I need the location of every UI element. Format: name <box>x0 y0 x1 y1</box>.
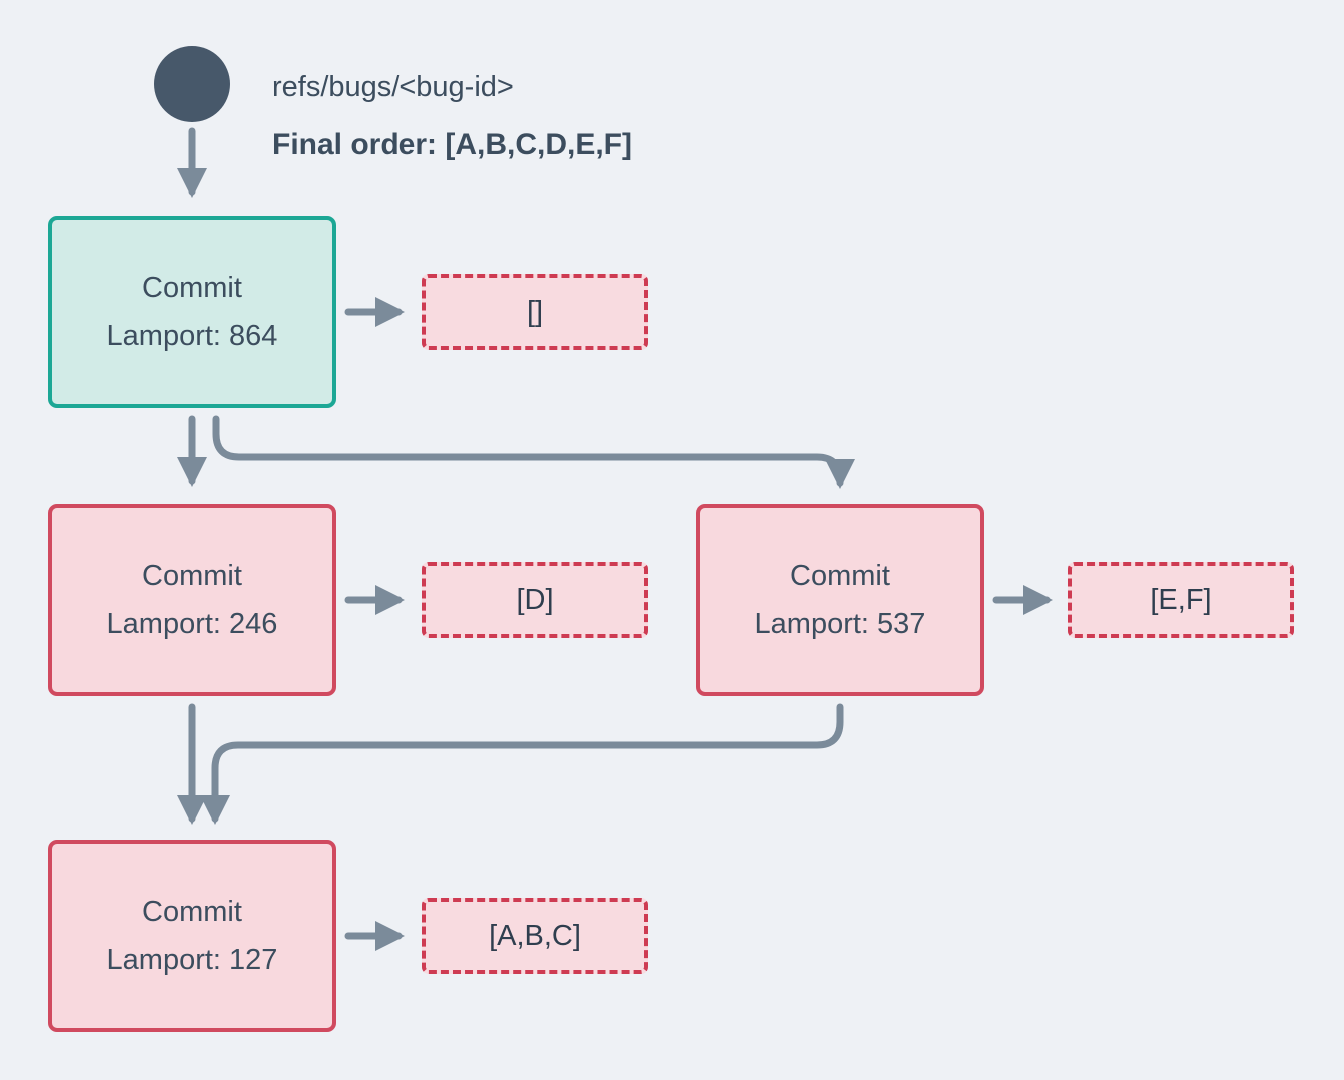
commit-lamport-label: Lamport: 127 <box>106 944 278 976</box>
commit-lamport-label: Lamport: 537 <box>754 608 926 640</box>
payload-value: [] <box>526 295 544 328</box>
payload-box-246: [D] <box>422 562 648 638</box>
payload-value: [A,B,C] <box>489 919 581 952</box>
commit-title: Commit <box>142 272 242 304</box>
commit-title: Commit <box>142 896 242 928</box>
commit-title: Commit <box>142 560 242 592</box>
payload-box-864: [] <box>422 274 648 350</box>
edge-commit-537-to-commit-127 <box>199 703 844 826</box>
final-order-label: Final order: [A,B,C,D,E,F] <box>272 128 632 161</box>
commit-node-127: Commit Lamport: 127 <box>48 840 336 1032</box>
payload-box-127: [A,B,C] <box>422 898 648 974</box>
commit-lamport-label: Lamport: 246 <box>106 608 278 640</box>
ref-node-circle <box>154 46 230 122</box>
payload-value: [D] <box>516 583 554 616</box>
edge-commit-864-to-commit-537 <box>212 415 856 490</box>
commit-node-537: Commit Lamport: 537 <box>696 504 984 696</box>
payload-box-537: [E,F] <box>1068 562 1294 638</box>
commit-lamport-label: Lamport: 864 <box>106 320 278 352</box>
commit-node-246: Commit Lamport: 246 <box>48 504 336 696</box>
payload-value: [E,F] <box>1150 583 1212 616</box>
ref-name-label: refs/bugs/<bug-id> <box>272 71 514 103</box>
commit-node-864: Commit Lamport: 864 <box>48 216 336 408</box>
commit-title: Commit <box>790 560 890 592</box>
